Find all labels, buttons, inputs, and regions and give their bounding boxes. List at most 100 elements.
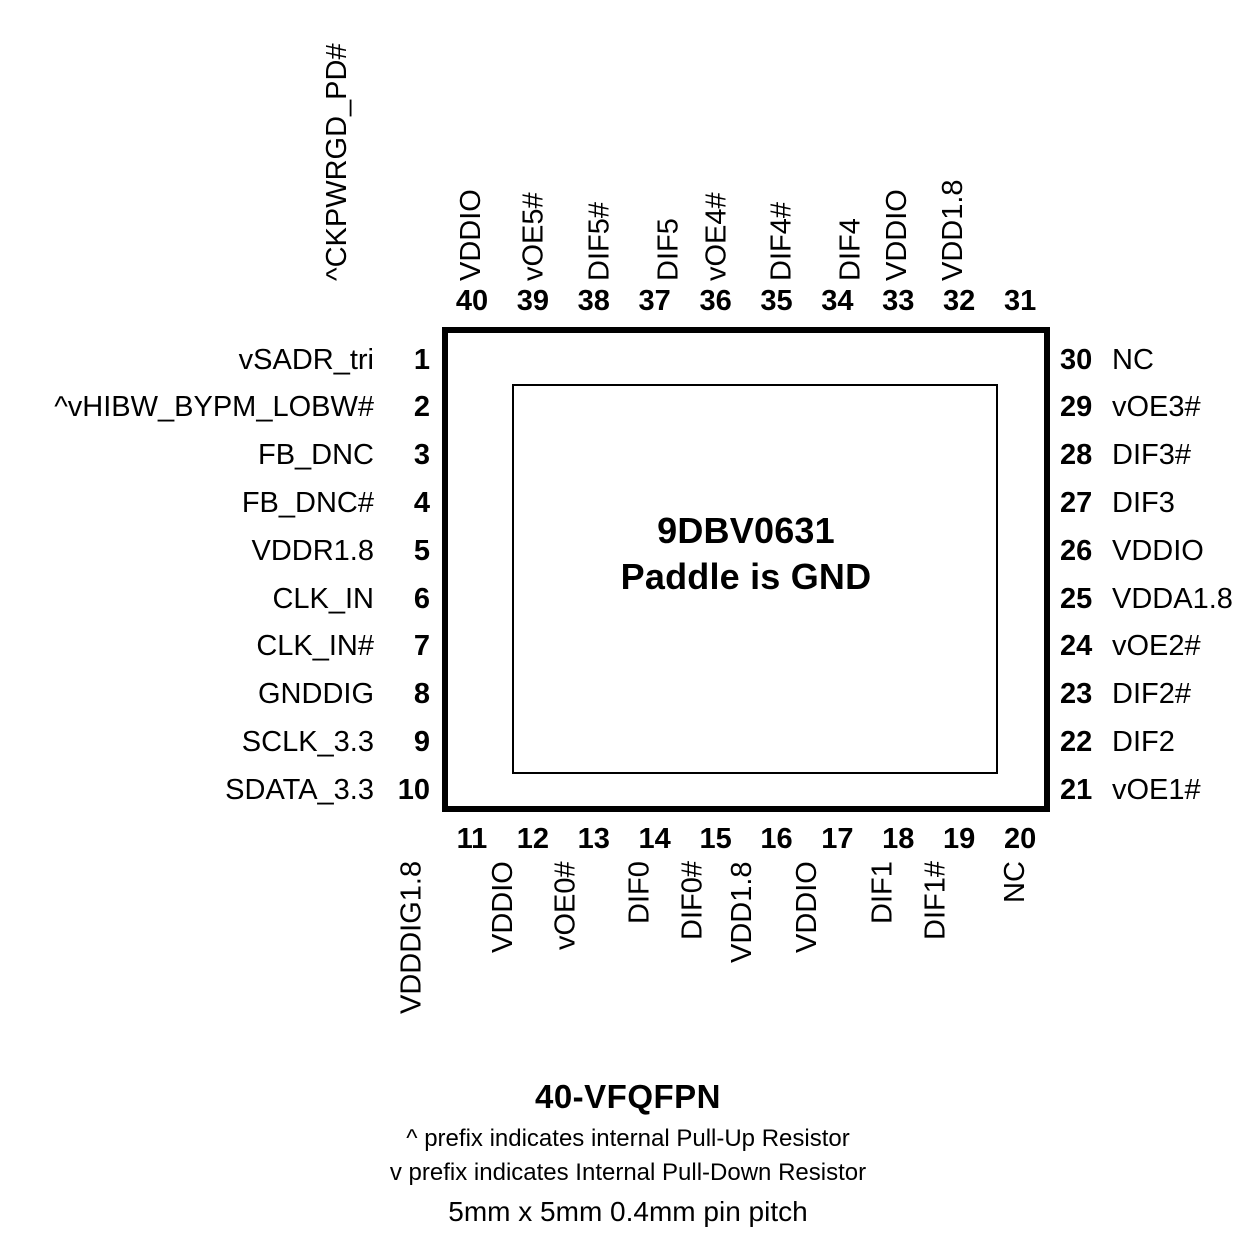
pin-label-13: vOE0# [549, 861, 582, 950]
pin-label-36: DIF5 [652, 218, 685, 281]
pin-row-right-27: 27 DIF3 [1060, 486, 1175, 520]
pin-label-8: GNDDIG [258, 678, 374, 711]
pin-col-top-40: ^CKPWRGD_PD#40 [321, 0, 492, 317]
pin-number-30: 30 [1060, 343, 1093, 376]
pin-number-22: 22 [1060, 725, 1093, 758]
pin-label-11: VDDDIG1.8 [395, 860, 428, 1014]
pin-label-27: DIF3 [1112, 486, 1175, 519]
pin-number-27: 27 [1060, 486, 1093, 519]
pin-label-10: SDATA_3.3 [225, 773, 374, 806]
pin-number-35: 35 [760, 285, 793, 317]
pin-label-9: SCLK_3.3 [241, 725, 374, 758]
pin-number-32: 32 [943, 285, 976, 317]
package-center-label: 9DBV0631 Paddle is GND [448, 508, 1044, 600]
pin-col-bottom-13: 13 vOE0# [549, 823, 614, 1223]
pin-col-top-37: DIF5# 37 [583, 0, 675, 317]
pin-col-top-36: DIF5 36 [652, 0, 736, 317]
pin-row-right-26: 26 VDDIO [1060, 534, 1204, 568]
pin-label-25: VDDA1.8 [1112, 582, 1233, 615]
pin-label-32: VDDIO [881, 189, 914, 281]
pin-number-14: 14 [638, 823, 671, 855]
thermal-paddle-outline [512, 384, 998, 774]
pin-row-left-3: FB_DNC 3 [0, 439, 430, 473]
pin-row-left-7: CLK_IN# 7 [0, 630, 430, 664]
pin-number-13: 13 [577, 823, 610, 855]
pin-number-39: 39 [516, 285, 550, 317]
pin-number-38: 38 [577, 285, 610, 317]
package-outline: 9DBV0631 Paddle is GND [442, 327, 1050, 812]
pin-label-22: DIF2 [1112, 725, 1175, 758]
pin-label-34: DIF4# [765, 202, 798, 281]
pullup-note: ^ prefix indicates internal Pull-Up Resi… [406, 1125, 850, 1152]
pin-label-7: CLK_IN# [256, 630, 374, 663]
pin-number-12: 12 [516, 823, 550, 855]
package-dimensions: 5mm x 5mm 0.4mm pin pitch [448, 1196, 808, 1227]
pin-label-16: VDD1.8 [725, 861, 758, 963]
pin-label-4: FB_DNC# [241, 486, 374, 519]
pin-label-21: vOE1# [1112, 773, 1201, 806]
pin-row-left-2: ^vHIBW_BYPM_LOBW# 2 [0, 391, 430, 425]
package-type-label: 40-VFQFPN [534, 1078, 722, 1115]
pin-number-7: 7 [413, 630, 430, 663]
pin-number-33: 33 [882, 285, 915, 317]
pin-number-20: 20 [1003, 823, 1037, 855]
pin-number-24: 24 [1060, 630, 1093, 663]
pin-label-2: ^vHIBW_BYPM_LOBW# [54, 391, 374, 424]
pin-number-3: 3 [413, 439, 430, 472]
pin-number-28: 28 [1060, 439, 1093, 472]
pin-number-10: 10 [397, 773, 430, 806]
pin-number-25: 25 [1060, 582, 1093, 615]
pin-row-right-24: 24 vOE2# [1060, 630, 1201, 664]
pin-label-24: vOE2# [1112, 630, 1201, 663]
pin-label-29: vOE3# [1112, 391, 1201, 424]
pin-number-17: 17 [821, 823, 854, 855]
pin-number-36: 36 [699, 285, 732, 317]
pin-label-37: DIF5# [583, 202, 616, 281]
pin-label-14: DIF0 [623, 861, 656, 924]
pin-label-35: vOE4# [700, 192, 733, 281]
pin-label-26: VDDIO [1112, 534, 1204, 567]
pin-number-37: 37 [638, 285, 671, 317]
pin-number-26: 26 [1060, 534, 1093, 567]
pin-label-38: vOE5# [517, 192, 550, 281]
pin-label-28: DIF3# [1112, 439, 1191, 472]
pin-label-23: DIF2# [1112, 678, 1191, 711]
pin-label-17: VDDIO [791, 861, 824, 953]
pin-row-left-5: VDDR1.8 5 [0, 534, 431, 568]
pin-label-5: VDDR1.8 [251, 534, 375, 567]
pin-label-20: NC [999, 861, 1032, 903]
pin-row-left-4: FB_DNC# 4 [0, 486, 430, 520]
pin-number-5: 5 [413, 534, 430, 567]
footer: 40-VFQFPN ^ prefix indicates internal Pu… [0, 1078, 1256, 1232]
pin-number-23: 23 [1060, 678, 1093, 711]
pin-number-34: 34 [821, 285, 854, 317]
pin-label-19: DIF1# [919, 861, 952, 940]
pin-label-3: FB_DNC [257, 439, 374, 472]
pin-number-31: 31 [1003, 285, 1037, 317]
pulldown-note: v prefix indicates Internal Pull-Down Re… [389, 1159, 867, 1186]
pin-row-right-22: 22 DIF2 [1060, 725, 1175, 759]
pin-number-8: 8 [413, 678, 430, 711]
pin-label-18: DIF1 [866, 861, 899, 924]
pin-number-4: 4 [413, 486, 430, 519]
pin-number-2: 2 [413, 391, 430, 424]
pin-label-31: VDD1.8 [937, 179, 970, 281]
paddle-note: Paddle is GND [620, 556, 872, 597]
pin-label-12: VDDIO [486, 861, 519, 953]
pin-number-18: 18 [882, 823, 915, 855]
pin-col-top-32: VDDIO 32 [881, 0, 979, 317]
pin-col-top-35: vOE4# 35 [700, 0, 797, 317]
pin-row-right-28: 28 DIF3# [1060, 439, 1191, 473]
pin-number-1: 1 [413, 343, 430, 376]
pin-number-19: 19 [943, 823, 976, 855]
